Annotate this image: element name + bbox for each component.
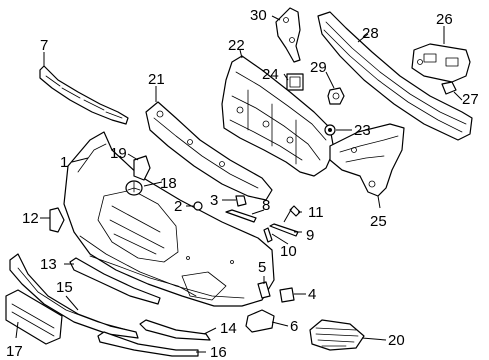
- part-9-strip: [269, 223, 299, 237]
- callout-30: 30: [250, 7, 267, 24]
- part-5-clip: [257, 281, 271, 299]
- callout-24: 24: [262, 66, 279, 83]
- callout-5: 5: [258, 259, 266, 276]
- callout-19: 19: [110, 145, 127, 162]
- callout-14: 14: [220, 320, 237, 337]
- part-14-trim: [139, 319, 211, 341]
- part-11-pin: [283, 205, 301, 223]
- callout-10: 10: [280, 243, 297, 260]
- part-26-mount-bracket: [411, 43, 471, 83]
- callout-29: 29: [310, 59, 327, 76]
- callout-20: 20: [388, 332, 405, 349]
- part-15-lower-lip: [9, 253, 139, 339]
- callout-22: 22: [228, 37, 245, 54]
- part-18-emblem: [125, 180, 143, 196]
- part-6-retainer: [245, 309, 275, 333]
- callout-13: 13: [40, 256, 57, 273]
- callout-27: 27: [462, 91, 479, 108]
- callout-9: 9: [306, 227, 314, 244]
- part-7-upper-strip: [39, 65, 129, 125]
- callout-3: 3: [210, 192, 218, 209]
- callout-labels: 7 30 28 26 27 22 24 29 23 21 25 1 19 18 …: [6, 7, 479, 360]
- part-27-clip: [441, 81, 457, 95]
- part-28-impact-beam: [317, 11, 473, 141]
- part-12-cover: [49, 207, 65, 233]
- callout-6: 6: [290, 318, 298, 335]
- part-3-clip: [235, 195, 247, 207]
- part-8-strip: [225, 209, 257, 223]
- callout-8: 8: [262, 197, 270, 214]
- callout-4: 4: [308, 286, 316, 303]
- callout-18: 18: [160, 175, 177, 192]
- callout-7: 7: [40, 37, 48, 54]
- part-17-plate-bracket: [5, 289, 63, 345]
- callout-17: 17: [6, 343, 23, 360]
- callout-12: 12: [22, 210, 39, 227]
- part-22-carrier-frame: [221, 55, 335, 177]
- part-30-bracket: [275, 7, 301, 63]
- callout-23: 23: [354, 122, 371, 139]
- leader-lines: [15, 15, 463, 353]
- part-2-clip: [193, 201, 203, 211]
- callout-11: 11: [308, 204, 324, 221]
- part-16-lower-trim: [97, 331, 199, 357]
- part-4-stud: [279, 287, 301, 303]
- callout-26: 26: [436, 11, 453, 28]
- part-25-side-bracket: [329, 123, 405, 197]
- callout-2: 2: [174, 198, 182, 215]
- part-21-reinforcement: [145, 101, 273, 201]
- callout-1: 1: [60, 154, 68, 171]
- callout-15: 15: [56, 279, 73, 296]
- part-24-cap: [286, 73, 304, 91]
- part-23-bolt: [324, 124, 336, 136]
- part-29-push-pin: [327, 87, 345, 105]
- callout-21: 21: [148, 71, 165, 88]
- part-19-camera-bracket: [133, 155, 151, 181]
- part-10-pin: [263, 227, 273, 243]
- part-13-lower-spoiler: [69, 257, 161, 305]
- callout-25: 25: [370, 213, 387, 230]
- callout-28: 28: [362, 25, 379, 42]
- part-20-grille-insert: [309, 319, 365, 351]
- callout-16: 16: [210, 344, 227, 360]
